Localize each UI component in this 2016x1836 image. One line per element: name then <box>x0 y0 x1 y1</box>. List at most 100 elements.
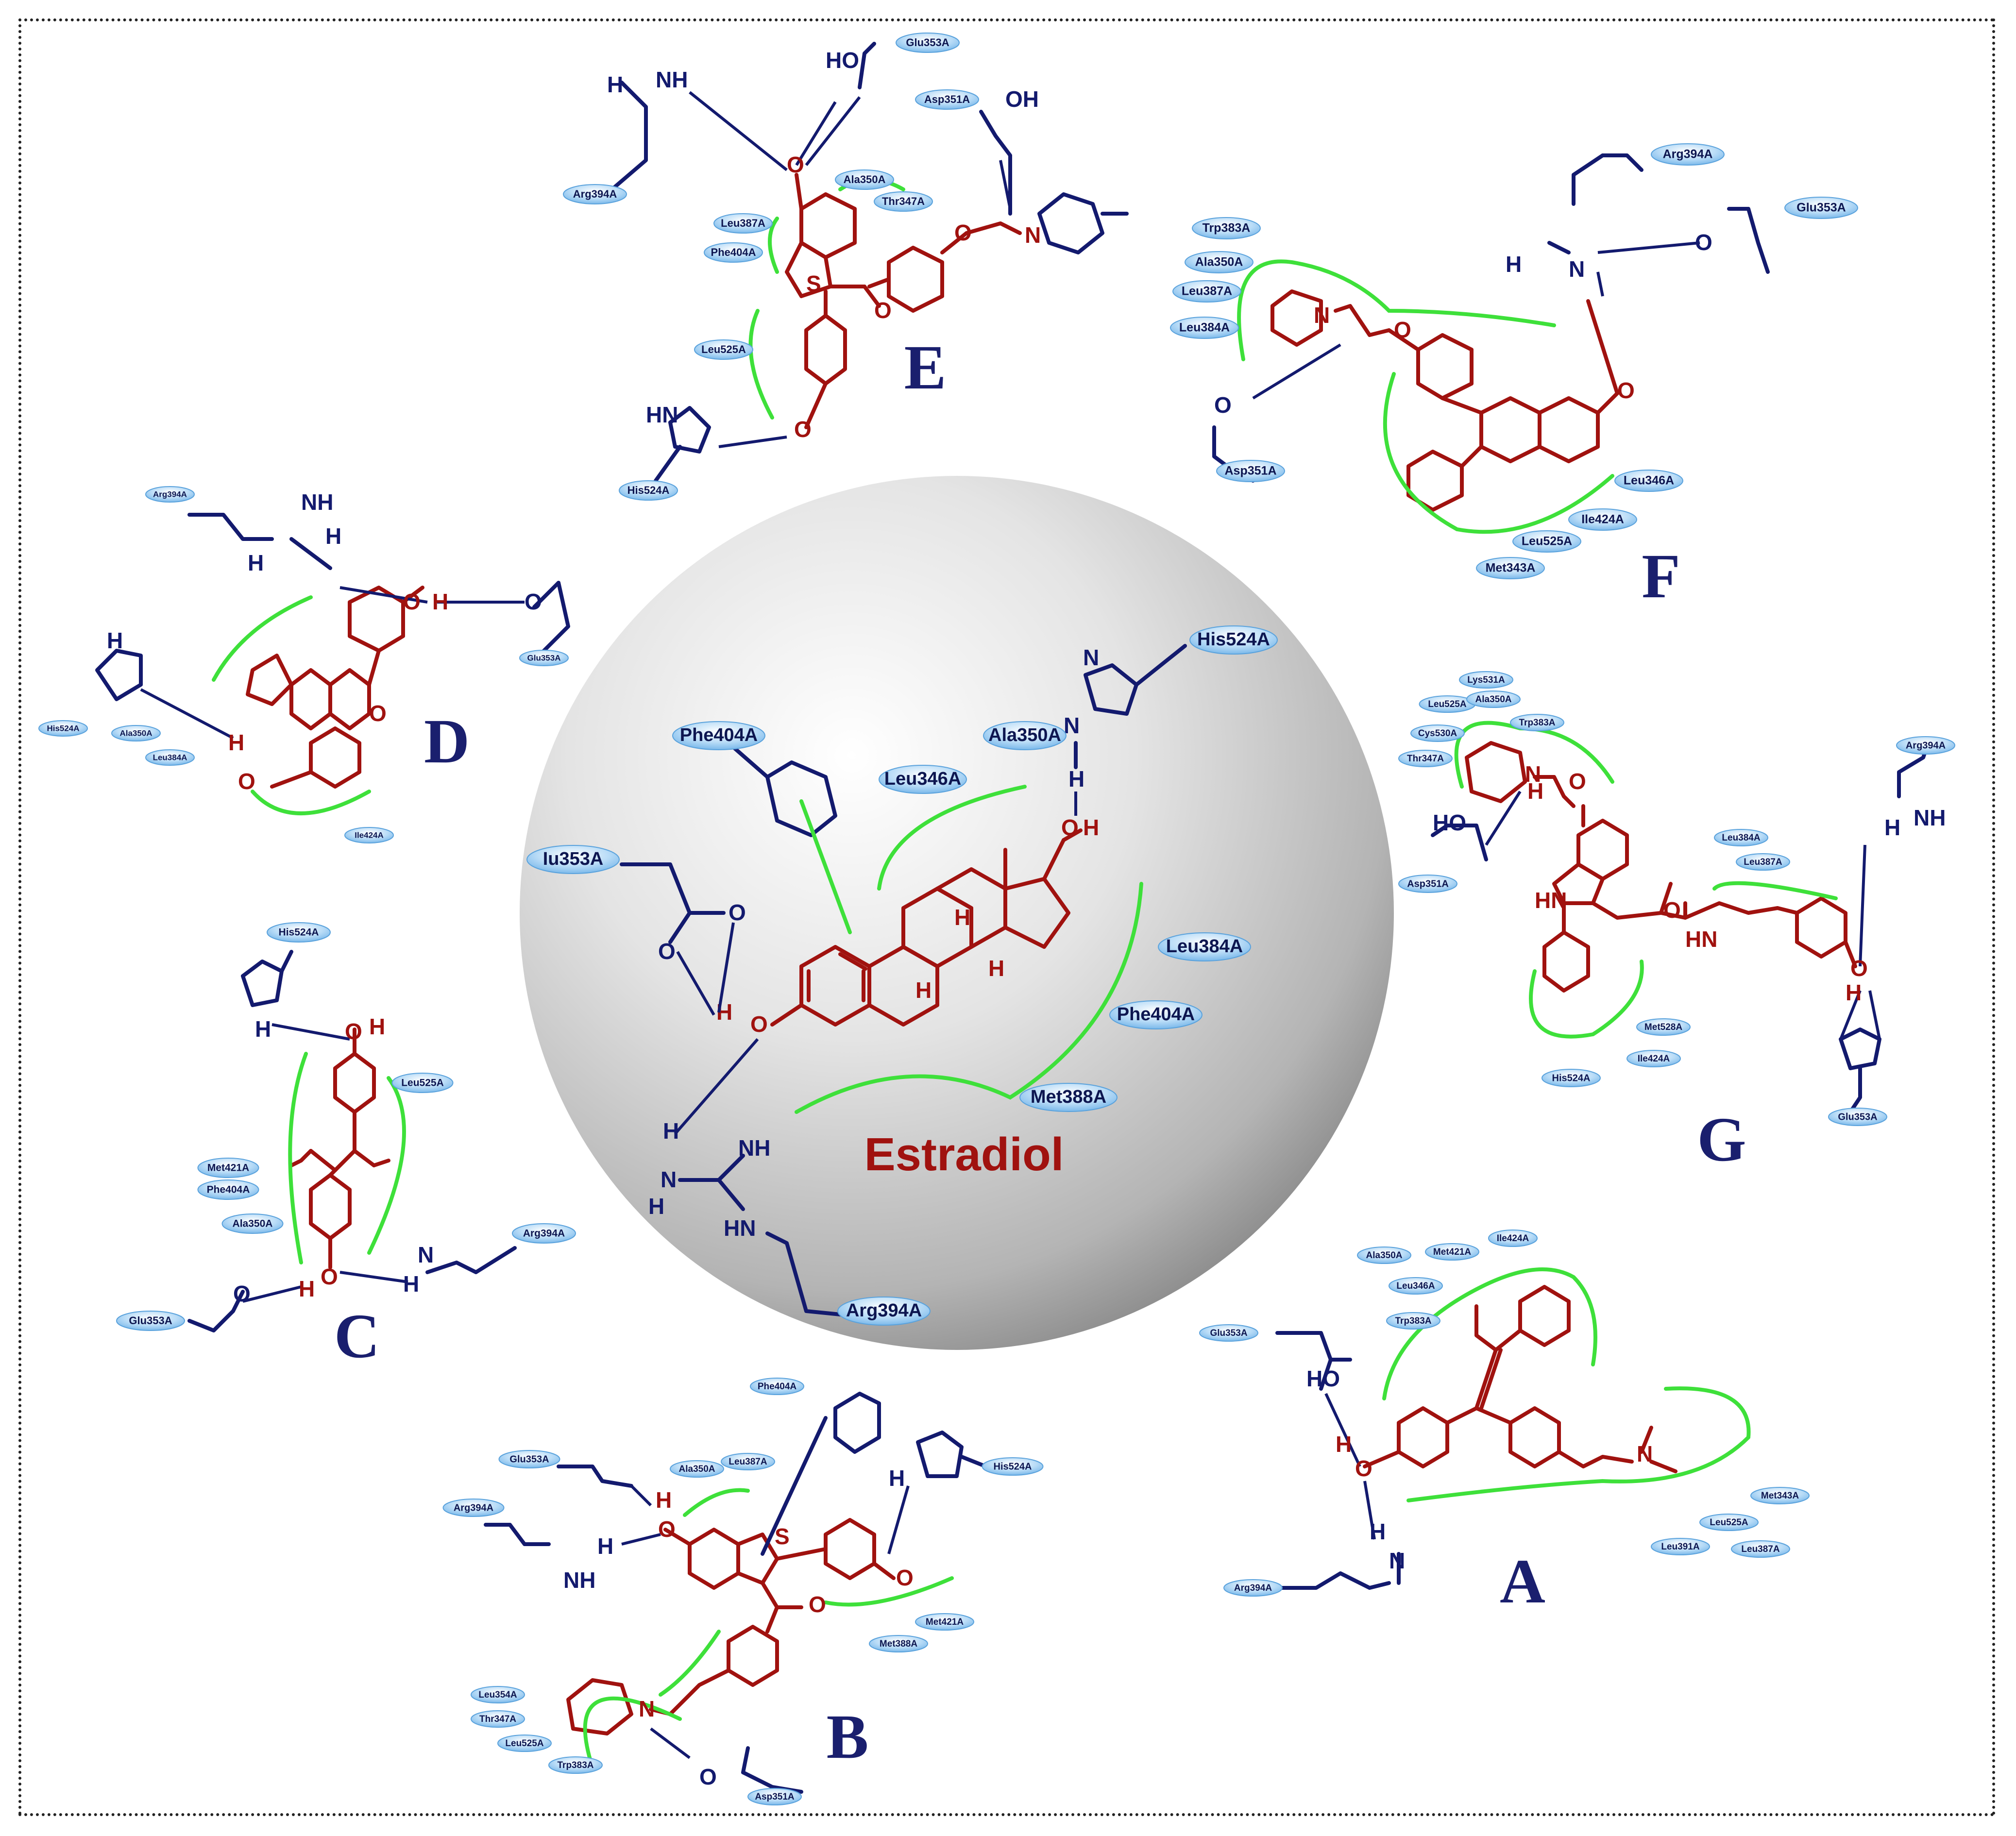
residue-pill <box>1216 460 1285 482</box>
estradiol-structure <box>770 828 1083 1027</box>
residue-name: His524A <box>627 484 670 496</box>
d-o3: O <box>369 701 387 726</box>
residue-pill <box>267 922 331 943</box>
residue-pill <box>1512 530 1581 553</box>
residue-name: Trp383A <box>558 1760 594 1770</box>
residue-pill <box>519 650 569 666</box>
residue-name: Met388A <box>880 1639 917 1649</box>
e-n: N <box>1025 222 1041 248</box>
residue-name: Met421A <box>207 1162 249 1174</box>
f-o1: O <box>1394 317 1411 342</box>
panel-e-letter: E <box>904 333 947 403</box>
residue-name: Thr347A <box>882 195 925 207</box>
arg394-structure <box>678 1154 857 1318</box>
residue-name: Cys530A <box>1418 728 1457 739</box>
panel-a-ligand <box>1363 1285 1677 1473</box>
residue-label: Met421A <box>915 1613 974 1631</box>
residue-label: Phe404A <box>197 1179 259 1200</box>
f-asp-o: O <box>1214 392 1232 418</box>
residue-name: Leu384A <box>1166 936 1243 957</box>
residue-name: Phe404A <box>680 725 758 745</box>
residue-name: Leu525A <box>1710 1517 1748 1528</box>
d-glu-o: O <box>525 589 542 614</box>
residue-label: Leu525A <box>1512 530 1581 553</box>
residue-name: Ala350A <box>119 728 152 738</box>
residue-pill <box>1466 691 1521 708</box>
residue-label: His524A <box>982 1457 1044 1476</box>
his-h: H <box>1068 766 1084 792</box>
panel-g-letter: G <box>1697 1105 1746 1175</box>
residue-pill <box>1614 470 1683 492</box>
b-s: S <box>775 1524 790 1549</box>
g-hn2: HN <box>1685 926 1717 952</box>
residue-name: Lys531A <box>1467 675 1505 685</box>
panel-b: S O H O O N H H NH O B <box>484 1392 988 1794</box>
residue-name: Glu353A <box>129 1314 172 1327</box>
residue-name: Trp383A <box>1395 1316 1432 1326</box>
residue-name: Asp351A <box>1225 464 1277 478</box>
residue-pill <box>1389 1277 1443 1295</box>
residue-name: Met388A <box>1031 1087 1106 1107</box>
residue-pill <box>1636 1018 1691 1036</box>
residue-pill <box>874 191 933 212</box>
residue-pill <box>1459 671 1513 689</box>
g-h1: H <box>1527 778 1543 804</box>
b-n: N <box>639 1696 655 1721</box>
panel-c: O H O H H H N O C <box>187 950 517 1371</box>
g-hn1: HN <box>1535 888 1567 913</box>
g-h3: H <box>1846 980 1862 1005</box>
residue-pill <box>116 1311 185 1331</box>
residue-name: Glu353A <box>527 653 561 662</box>
f-o2: O <box>1617 378 1635 403</box>
residue-pill <box>1896 736 1955 755</box>
residue-name: Phe404A <box>207 1184 250 1196</box>
residue-label: Leu387A <box>1731 1540 1790 1558</box>
a-arg-h: H <box>1370 1519 1386 1544</box>
residue-label: Ile424A <box>1626 1050 1681 1067</box>
residue-label: Glu353A <box>1199 1324 1258 1342</box>
residue-pill <box>1398 875 1457 893</box>
residue-pill <box>1568 508 1637 531</box>
estradiol-panel: O H O H H H H N N H O O <box>520 476 1394 1350</box>
residue-label: Leu525A <box>497 1735 552 1752</box>
residue-pill <box>442 1499 505 1517</box>
c-arg-n: N <box>418 1242 434 1267</box>
residue-label: Arg394A <box>563 184 627 204</box>
residue-pill <box>835 169 894 190</box>
residue-name: Arg394A <box>846 1300 922 1321</box>
e-arg-n: H <box>607 72 623 97</box>
residue-pill <box>1651 143 1725 166</box>
residue-label: Leu387A <box>721 1453 775 1470</box>
residue-label: Ala350A <box>221 1213 284 1234</box>
panel-b-letter: B <box>827 1702 869 1772</box>
e-glu-ho: HO <box>826 48 859 73</box>
residue-label: Ala350A <box>111 725 161 741</box>
residue-name: Thr347A <box>1407 754 1444 764</box>
residue-name: Leu387A <box>721 217 765 229</box>
residue-label: His524A <box>267 922 331 943</box>
panel-g-ligand <box>1465 741 1857 993</box>
panel-a-residues <box>1275 1331 1401 1590</box>
d-o1: O <box>403 589 421 614</box>
residue-name: His524A <box>1197 629 1270 650</box>
residue-pill <box>915 1613 974 1631</box>
panel-f-letter: F <box>1642 541 1680 611</box>
binding-sphere <box>520 476 1394 1350</box>
g-o1: O <box>1569 769 1586 794</box>
residue-label: Met388A <box>1019 1083 1118 1112</box>
residue-label: Leu387A <box>713 213 773 234</box>
residue-name: Arg394A <box>153 489 187 499</box>
residue-pill <box>670 1460 724 1478</box>
residue-pill <box>747 1788 802 1805</box>
residue-pill <box>548 1756 603 1774</box>
residue-name: Leu525A <box>1522 535 1572 548</box>
panel-d-letter: D <box>424 707 470 776</box>
arg-h2: H <box>648 1194 664 1219</box>
panel-b-residues <box>484 1392 988 1794</box>
residue-name: Leu354A <box>478 1690 517 1700</box>
residue-pill <box>221 1213 284 1234</box>
residue-name: Iu353A <box>543 849 604 869</box>
residue-pill <box>1731 1540 1790 1558</box>
residue-label: Cys530A <box>1410 724 1465 742</box>
glu-o2: O <box>658 939 676 964</box>
